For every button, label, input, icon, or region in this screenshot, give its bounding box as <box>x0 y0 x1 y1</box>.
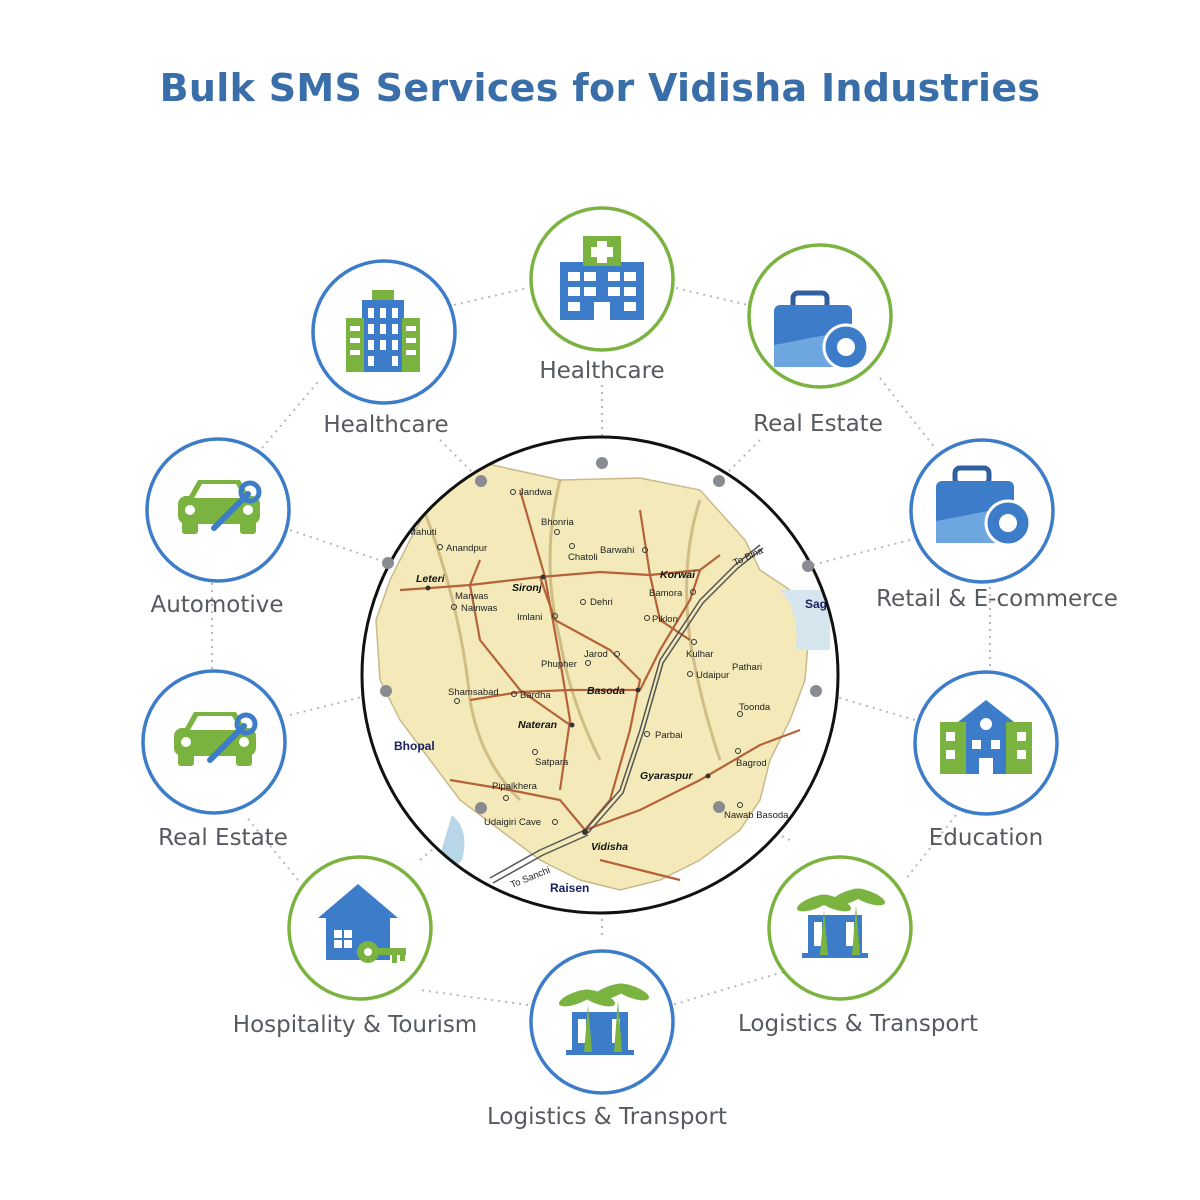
map-label: Nawab Basoda <box>724 810 789 821</box>
map-label: Sag <box>805 597 827 611</box>
node-label-healthcare-top: Healthcare <box>539 358 665 384</box>
map-label: Jandwa <box>519 487 552 498</box>
palm-trees-icon <box>796 888 886 958</box>
map-label: Bhonria <box>541 517 574 528</box>
node-label-automotive: Automotive <box>150 592 284 618</box>
node-real-estate-top-right[interactable] <box>747 243 893 389</box>
map-label: Basoda <box>587 685 625 697</box>
map-label: Bamora <box>649 588 683 599</box>
house-key-icon <box>318 884 406 963</box>
map-label: Gyaraspur <box>640 770 693 782</box>
map-label: Anandpur <box>446 543 487 554</box>
map-label: Nainwas <box>461 603 498 614</box>
node-healthcare-top[interactable] <box>529 206 675 352</box>
briefcase-gear-icon <box>774 290 870 371</box>
node-healthcare-top-left[interactable] <box>311 259 457 405</box>
map-label: Parbai <box>655 730 682 741</box>
map-label: Korwai <box>660 569 696 581</box>
map-label: Pathari <box>732 662 762 673</box>
car-wrench-icon <box>178 480 262 534</box>
node-label-retail-ecommerce: Retail & E-commerce <box>876 586 1118 612</box>
map-label: Pipalkhera <box>492 781 538 792</box>
office-building-icon <box>346 290 420 372</box>
node-hospitality-tourism[interactable] <box>287 855 433 1001</box>
car-wrench-icon <box>174 712 258 766</box>
map-label: Imlani <box>517 612 542 623</box>
vidisha-map: Jandwa Bhonria Mahuti Anandpur Chatoli B… <box>360 435 840 915</box>
connector-dots <box>380 457 822 814</box>
map-label: Mahuti <box>408 527 437 538</box>
node-label-logistics-bottom-right: Logistics & Transport <box>738 1011 978 1037</box>
map-label: Bardha <box>520 690 551 701</box>
page-title: Bulk SMS Services for Vidisha Industries <box>159 66 1041 110</box>
node-logistics-bottom[interactable] <box>529 949 675 1095</box>
node-education[interactable] <box>913 670 1059 816</box>
map-label: Udaipur <box>696 670 729 681</box>
school-building-icon <box>940 700 1032 774</box>
node-automotive[interactable] <box>145 437 291 583</box>
map-label: Vidisha <box>591 841 628 853</box>
map-label: Leteri <box>416 573 446 585</box>
map-label: Raisen <box>550 881 589 895</box>
map-label: Jarod <box>584 649 608 660</box>
map-label: Sironj <box>512 582 543 594</box>
hospital-icon <box>560 236 644 320</box>
node-logistics-bottom-right[interactable] <box>767 855 913 1001</box>
node-label-real-estate-top-right: Real Estate <box>753 411 883 437</box>
map-label: Dehri <box>590 597 613 608</box>
map-label: Satpara <box>535 757 569 768</box>
node-label-education: Education <box>928 825 1044 851</box>
node-real-estate-left[interactable] <box>141 669 287 815</box>
map-label: Toonda <box>739 702 771 713</box>
map-label: Bagrod <box>736 758 767 769</box>
briefcase-gear-icon <box>936 465 1032 547</box>
map-label: Kulhar <box>686 649 713 660</box>
palm-trees-icon <box>558 983 650 1055</box>
node-label-real-estate-left: Real Estate <box>158 825 288 851</box>
node-label-logistics-bottom: Logistics & Transport <box>487 1104 727 1130</box>
map-label: Bhopal <box>394 739 435 753</box>
node-retail-ecommerce[interactable] <box>909 438 1055 584</box>
map-label: Chatoli <box>568 552 598 563</box>
map-label: Phupher <box>541 659 577 670</box>
map-label: Barwahi <box>600 545 634 556</box>
node-label-healthcare-top-left: Healthcare <box>323 412 449 438</box>
map-label: Shamsabad <box>448 687 499 698</box>
map-label: Piklon <box>652 614 678 625</box>
outer-connector-ring <box>211 287 991 1006</box>
map-label: Marwas <box>455 591 489 602</box>
map-label: Nateran <box>518 719 557 731</box>
node-label-hospitality-tourism: Hospitality & Tourism <box>232 1012 478 1038</box>
map-label: Udaigiri Cave <box>484 817 541 828</box>
